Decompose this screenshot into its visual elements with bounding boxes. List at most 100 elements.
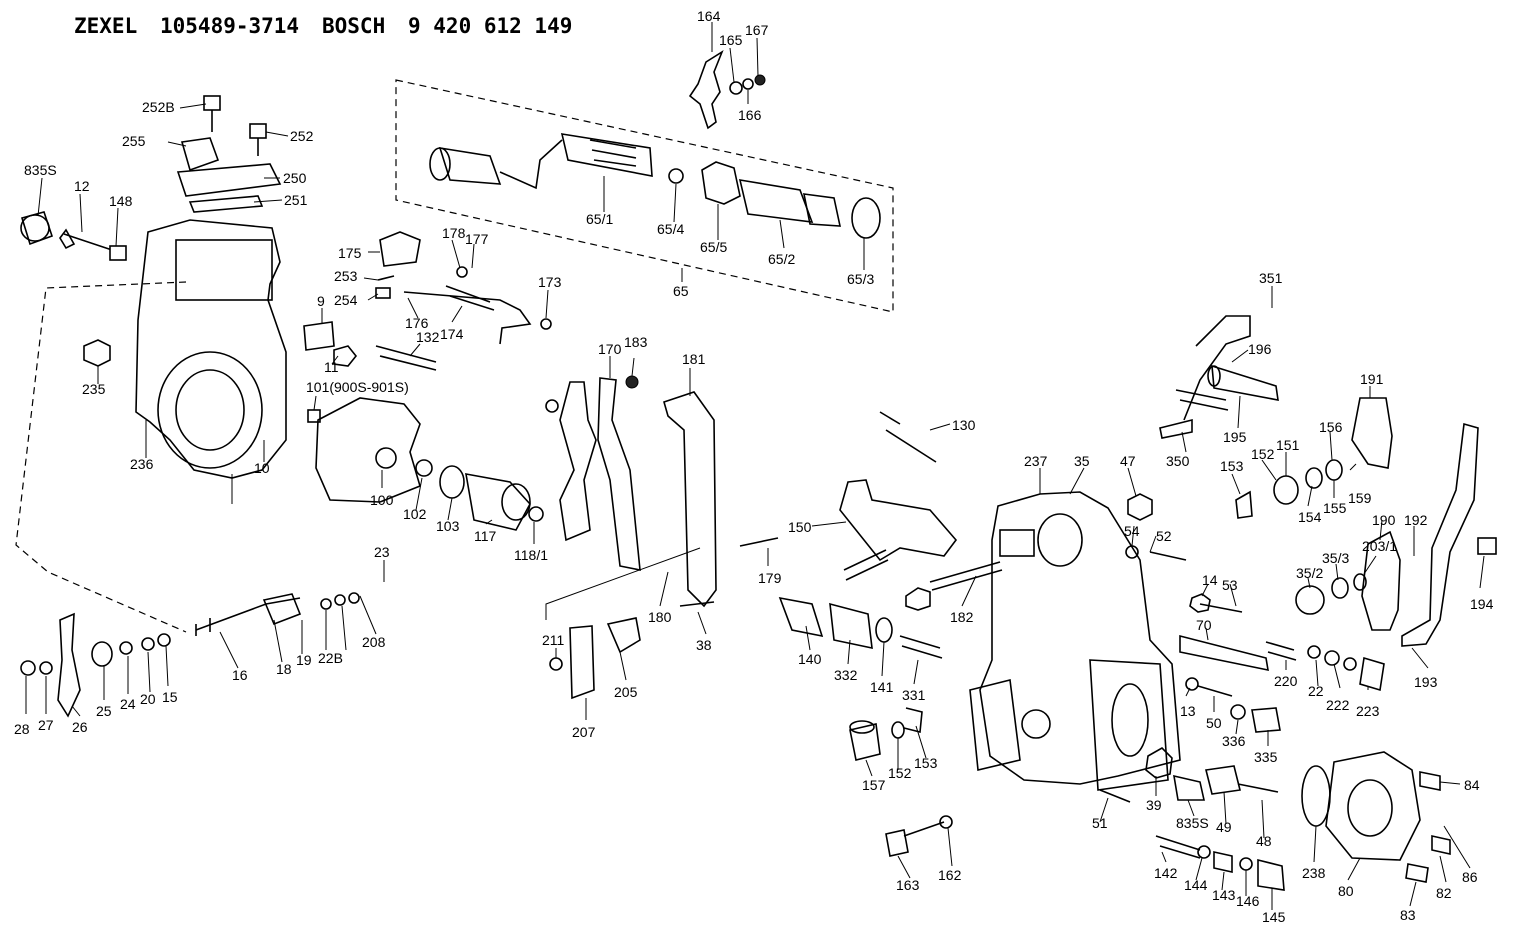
callout-220: 220 [1274, 673, 1298, 689]
callout-labels: 164 165 167 166 252B 252 255 250 251 835… [14, 8, 1494, 925]
callout-65-5: 65/5 [700, 239, 727, 255]
callout-222: 222 [1326, 697, 1350, 713]
callout-195: 195 [1223, 429, 1247, 445]
callout-141: 141 [870, 679, 894, 695]
callout-191: 191 [1360, 371, 1384, 387]
callout-190: 190 [1372, 512, 1396, 528]
callout-179: 179 [758, 570, 782, 586]
callout-14: 14 [1202, 572, 1218, 588]
callout-52: 52 [1156, 528, 1172, 544]
callout-153-top: 153 [1220, 458, 1244, 474]
callout-331: 331 [902, 687, 926, 703]
callout-151: 151 [1276, 437, 1300, 453]
callout-35: 35 [1074, 453, 1090, 469]
diagram-header: ZEXEL 105489-3714 BOSCH 9 420 612 149 [74, 14, 572, 38]
callout-50: 50 [1206, 715, 1222, 731]
callout-250: 250 [283, 170, 307, 186]
callout-103: 103 [436, 518, 460, 534]
callout-152-top: 152 [1251, 446, 1275, 462]
callout-170: 170 [598, 341, 622, 357]
callout-146: 146 [1236, 893, 1260, 909]
callout-208: 208 [362, 634, 386, 650]
callout-35-3: 35/3 [1322, 550, 1349, 566]
callout-20: 20 [140, 691, 156, 707]
callout-118-1: 118/1 [514, 547, 548, 563]
callout-65-3: 65/3 [847, 271, 874, 287]
callout-51: 51 [1092, 815, 1108, 831]
callout-140: 140 [798, 651, 822, 667]
callout-153-bottom: 153 [914, 755, 938, 771]
callout-183: 183 [624, 334, 648, 350]
callout-16: 16 [232, 667, 248, 683]
callout-22b: 22B [318, 650, 343, 666]
leader-lines [25, 22, 1485, 910]
callout-252b: 252B [142, 99, 175, 115]
callout-175: 175 [338, 245, 362, 261]
callout-83: 83 [1400, 907, 1416, 923]
callout-207: 207 [572, 724, 596, 740]
callout-223: 223 [1356, 703, 1380, 719]
lever-guide-lines [545, 547, 701, 620]
callout-181: 181 [682, 351, 706, 367]
callout-80: 80 [1338, 883, 1354, 899]
callout-193: 193 [1414, 674, 1438, 690]
callout-251: 251 [284, 192, 308, 208]
callout-182: 182 [950, 609, 974, 625]
callout-205: 205 [614, 684, 638, 700]
callout-65-1: 65/1 [586, 211, 613, 227]
callout-252: 252 [290, 128, 314, 144]
callout-335: 335 [1254, 749, 1278, 765]
callout-53: 53 [1222, 577, 1238, 593]
group-outlines [15, 79, 894, 633]
callout-165: 165 [719, 32, 743, 48]
callout-255: 255 [122, 133, 146, 149]
callout-144: 144 [1184, 877, 1208, 893]
linkage-outline [15, 281, 187, 633]
callout-25: 25 [96, 703, 112, 719]
callout-15-left: 15 [162, 689, 178, 705]
callout-350: 350 [1166, 453, 1190, 469]
callout-70: 70 [1196, 617, 1212, 633]
callout-23: 23 [374, 544, 390, 560]
callout-18: 18 [276, 661, 292, 677]
callout-82: 82 [1436, 885, 1452, 901]
callout-65-4: 65/4 [657, 221, 684, 237]
callout-163: 163 [896, 877, 920, 893]
callout-28: 28 [14, 721, 30, 737]
callout-65-2: 65/2 [768, 251, 795, 267]
group-65-outline [395, 79, 894, 313]
callout-145: 145 [1262, 909, 1286, 925]
callout-11: 11 [324, 359, 339, 375]
callout-835s-top: 835S [24, 162, 57, 178]
callout-235: 235 [82, 381, 106, 397]
callout-117: 117 [474, 528, 497, 544]
callout-156: 156 [1319, 419, 1343, 435]
callout-143: 143 [1212, 887, 1236, 903]
callout-238: 238 [1302, 865, 1326, 881]
callout-12: 12 [74, 178, 90, 194]
callout-100: 100 [370, 492, 394, 508]
callout-132: 132 [416, 329, 440, 345]
callout-26: 26 [72, 719, 88, 735]
callout-35-2: 35/2 [1296, 565, 1323, 581]
callout-196: 196 [1248, 341, 1272, 357]
callout-157: 157 [862, 777, 886, 793]
callout-84: 84 [1464, 777, 1480, 793]
callout-211: 211 [542, 632, 565, 648]
callout-9: 9 [317, 293, 325, 309]
callout-22: 22 [1308, 683, 1324, 699]
callout-130: 130 [952, 417, 976, 433]
callout-102: 102 [403, 506, 427, 522]
header-maker-1: ZEXEL [74, 14, 137, 38]
callout-159: 159 [1348, 490, 1372, 506]
callout-192: 192 [1404, 512, 1428, 528]
callout-49: 49 [1216, 819, 1232, 835]
header-partno-2: 9 420 612 149 [408, 14, 572, 38]
callout-835s-bottom: 835S [1176, 815, 1209, 831]
callout-10: 10 [254, 460, 270, 476]
callout-332: 332 [834, 667, 858, 683]
header-partno-1: 105489-3714 [160, 14, 299, 38]
callout-142: 142 [1154, 865, 1178, 881]
callout-167: 167 [745, 22, 769, 38]
callout-48: 48 [1256, 833, 1272, 849]
